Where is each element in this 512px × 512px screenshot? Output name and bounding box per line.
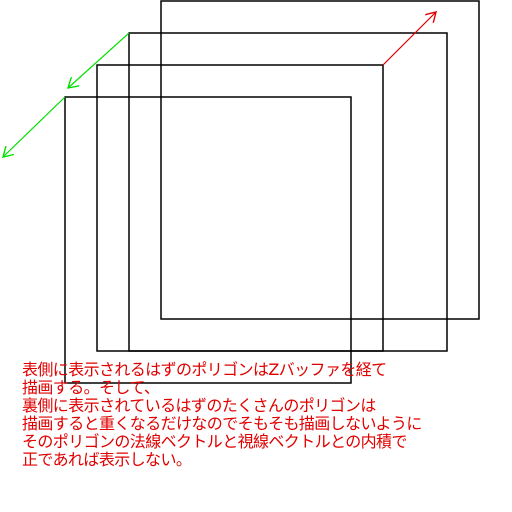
normal-vector-arrow — [3, 96, 66, 157]
explanation-line: 正であれば表示しない。 — [22, 450, 192, 469]
explanation-text: 表側に表示されるはずのポリゴンはZバッファを経て 描画する。そして、 裏側に表示… — [22, 361, 492, 469]
explanation-line: 表側に表示されるはずのポリゴンはZバッファを経て — [22, 360, 387, 379]
square-front — [64, 96, 352, 384]
explanation-line: そのポリゴンの法線ベクトルと視線ベクトルとの内積で — [22, 432, 407, 451]
depth-direction-arrow — [382, 12, 436, 66]
explanation-line: 裏側に表示されているはずのたくさんのポリゴンは — [22, 396, 376, 415]
square-third — [96, 64, 384, 352]
square-back — [160, 0, 480, 320]
explanation-line: 描画すると重くなるだけなのでそもそも描画しないように — [22, 414, 422, 433]
explanation-line: 描画する。そして、 — [22, 378, 160, 397]
view-vector-arrow — [68, 32, 130, 88]
square-second — [128, 32, 448, 352]
